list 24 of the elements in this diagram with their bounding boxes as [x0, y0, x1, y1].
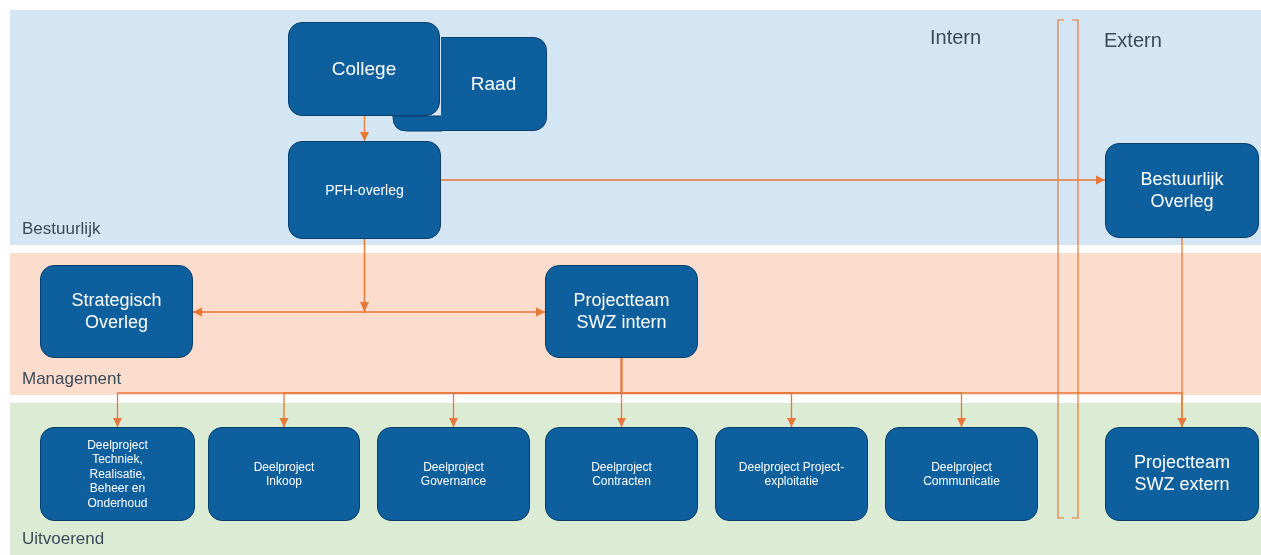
process-box: Deelproject Communicatie: [885, 427, 1038, 521]
process-box: Strategisch Overleg: [40, 265, 193, 358]
arrow: [363, 238, 546, 317]
process-box: Bestuurlijk Overleg: [1105, 143, 1259, 238]
column-label: Intern: [930, 26, 982, 49]
arrow: [440, 175, 1106, 185]
process-box: PFH-overleg: [288, 141, 441, 239]
process-box: Deelproject Governance: [377, 427, 530, 521]
process-box: Deelproject Inkoop: [208, 427, 360, 521]
process-box: Deelproject Contracten: [545, 427, 698, 521]
column-label: Extern: [1104, 29, 1162, 52]
process-box: Projectteam SWZ intern: [545, 265, 698, 358]
process-box: Deelproject Project-exploitatie: [715, 427, 868, 521]
process-box: Deelproject Techniek, Realisatie, Beheer en Onderhoud: [40, 427, 195, 521]
swimlane-band: [10, 10, 1261, 245]
arrow: [1177, 237, 1187, 428]
lane-label: Management: [22, 369, 122, 389]
arrow: [359, 115, 370, 142]
swimlane-band: [10, 253, 1261, 395]
process-box: Raad: [441, 37, 547, 131]
process-box: Projectteam SWZ extern: [1105, 427, 1259, 521]
lane-label: Bestuurlijk: [22, 219, 101, 239]
swimlane-band: [10, 403, 1261, 555]
lane-label: Uitvoerend: [22, 529, 105, 549]
